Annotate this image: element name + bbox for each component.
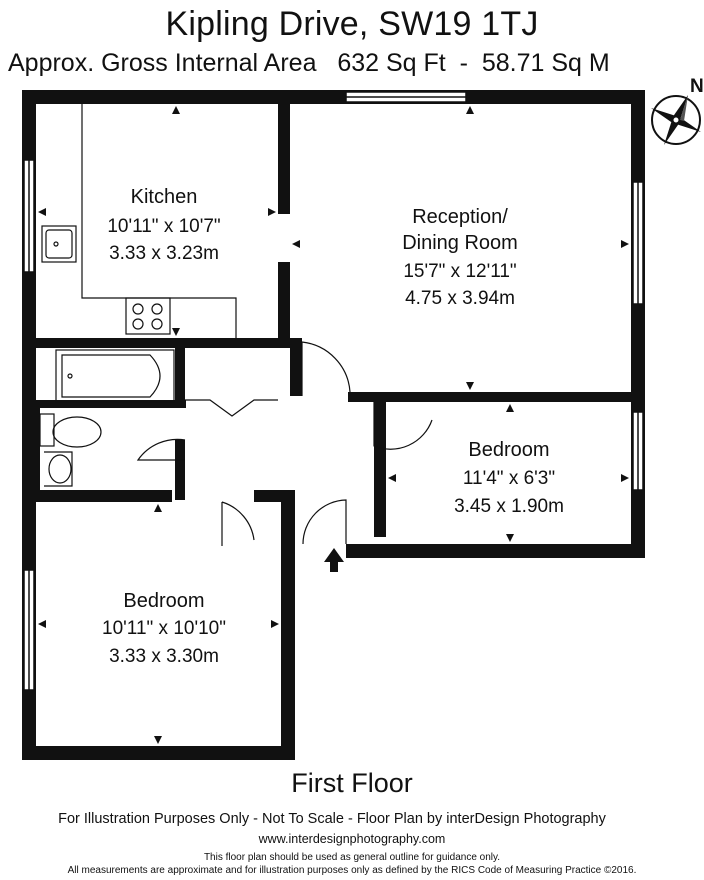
doors [136, 341, 433, 546]
room-metric: 3.33 x 3.23m [109, 243, 219, 264]
room-imperial: 10'11" x 10'7" [107, 216, 220, 237]
toilet-icon [52, 416, 102, 448]
windows [23, 91, 644, 691]
room-reception: Reception/ Dining Room 15'7" x 12'11" 4.… [402, 206, 518, 309]
room-imperial: 15'7" x 12'11" [403, 261, 516, 282]
room-metric: 3.45 x 1.90m [454, 496, 564, 517]
room-name: Kitchen [131, 186, 198, 208]
room-name: Reception/ [412, 206, 508, 228]
compass-north-label: N [690, 76, 704, 97]
room-imperial: 11'4" x 6'3" [463, 468, 555, 489]
entrance-arrow-icon [324, 548, 344, 572]
floor-label: First Floor [291, 768, 413, 798]
room-name: Bedroom [123, 590, 204, 612]
toilet-cistern [39, 413, 55, 447]
room-bedroom-small: Bedroom 11'4" x 6'3" 3.45 x 1.90m [454, 439, 564, 517]
basin-icon [48, 454, 72, 484]
room-metric: 3.33 x 3.30m [109, 646, 219, 667]
bath-icon [55, 349, 175, 403]
dimension-markers [38, 106, 629, 744]
disclaimer-illustration: For Illustration Purposes Only - Not To … [58, 811, 606, 827]
room-imperial: 10'11" x 10'10" [102, 618, 226, 639]
disclaimer-guidance: This floor plan should be used as genera… [203, 852, 501, 863]
gross-area: Approx. Gross Internal Area 632 Sq Ft - … [8, 49, 610, 77]
disclaimer-rics: All measurements are approximate and for… [67, 865, 637, 876]
room-name: Bedroom [468, 439, 549, 461]
bathroom-fittings [39, 349, 175, 487]
website-link[interactable]: www.interdesignphotography.com [258, 832, 446, 846]
compass-icon: N [651, 76, 704, 145]
room-metric: 4.75 x 3.94m [405, 288, 515, 309]
sink-icon [41, 225, 77, 263]
hob-icon [125, 297, 171, 335]
plan-title: Kipling Drive, SW19 1TJ [165, 5, 539, 43]
room-bedroom-large: Bedroom 10'11" x 10'10" 3.33 x 3.30m [102, 590, 226, 667]
room-name-line2: Dining Room [402, 232, 518, 254]
room-kitchen: Kitchen 10'11" x 10'7" 3.33 x 3.23m [107, 186, 220, 264]
kitchen-fittings [41, 104, 237, 338]
